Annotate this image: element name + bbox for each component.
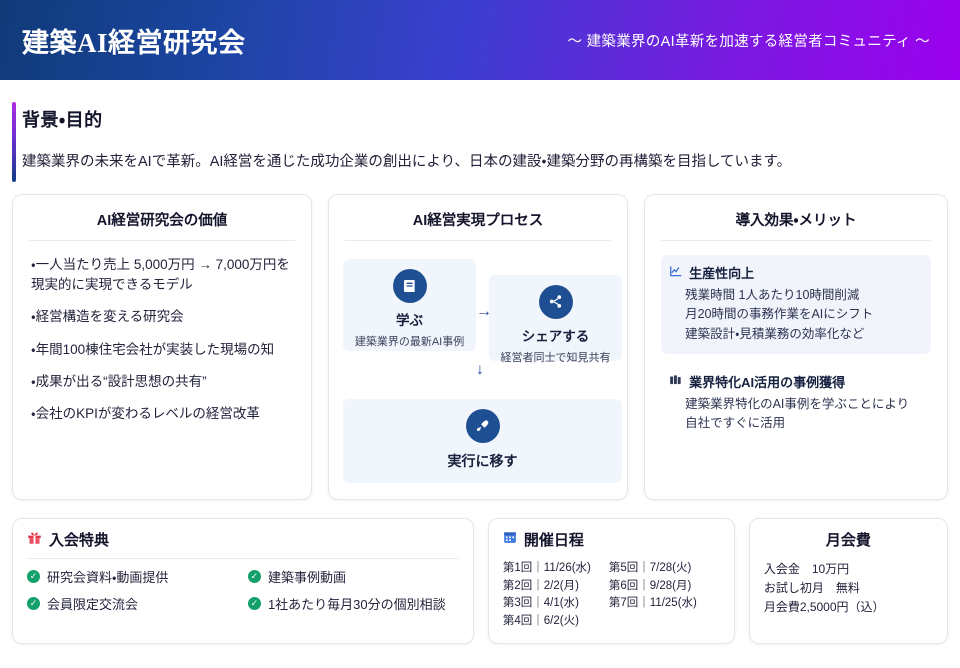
fee-line: 入会金 10万円: [763, 561, 850, 576]
list-item: ・経営構造を変える研究会: [31, 309, 184, 325]
intro-section: 背景・目的 建築業界の未来をAIで革新。AI経営を通じた成功企業の創出により、日…: [0, 102, 960, 186]
list-item: ✓ 会員限定交流会: [27, 594, 238, 613]
value-card-title: AI経営研究会の価値: [96, 212, 228, 229]
process-step-learn: 学ぶ 建築業界の最新AI事例: [343, 258, 477, 351]
page-title: 建築AI経営研究会: [22, 27, 246, 58]
divider: [27, 557, 459, 559]
schedule-panel: 開催日程 第1回｜11/26(水) 第2回｜2/2(月) 第3回｜4/1(水) …: [487, 517, 735, 644]
schedule-entry: 第5回｜7/28(火): [608, 561, 692, 574]
merit-line: 月20時間の事務作業をAIにシフト: [685, 307, 874, 322]
merit-list: 生産性向上 残業時間 1人あたり10時間削減 月20時間の事務作業をAIにシフト…: [659, 253, 933, 444]
intro-title: 背景・目的: [22, 110, 103, 130]
chart-line-icon: [669, 264, 683, 281]
list-item: ✓ 研究会資料・動画提供: [27, 567, 238, 586]
process-step-desc: 経営者同士で知見共有: [500, 351, 611, 364]
benefit-label: 1社あたり毎月30分の個別相談: [267, 596, 446, 612]
calendar-icon: [503, 530, 517, 548]
merit-heading-row: 業界特化AI活用の事例獲得: [669, 372, 923, 391]
fee-line: お試し初月 無料: [763, 580, 860, 595]
benefits-title-row: 入会特典: [27, 529, 459, 550]
merit-line: 残業時間 1人あたり10時間削減: [685, 287, 860, 302]
list-item: ・一人当たり売上 5,000万円 → 7,000万円を現実的に実現できるモデル: [31, 256, 290, 292]
process-card-title: AI経営実現プロセス: [412, 212, 544, 229]
intro-text: 建築業界の未来をAIで革新。AI経営を通じた成功企業の創出により、日本の建設・建…: [22, 154, 792, 170]
merit-heading-row: 生産性向上: [669, 263, 923, 282]
value-card: AI経営研究会の価値 ・一人当たり売上 5,000万円 → 7,000万円を現実…: [12, 193, 313, 500]
schedule-title: 開催日程: [523, 531, 584, 549]
merit-heading: 業界特化AI活用の事例獲得: [689, 374, 846, 390]
fee-line: 月会費2,5000円（込）: [763, 600, 885, 615]
schedule-entry: 第1回｜11/26(水): [502, 561, 591, 574]
arrow-right-icon: →: [476, 302, 493, 320]
process-diagram: 学ぶ 建築業界の最新AI事例 → シェアする 経営者同士で知見共有 ↓: [343, 253, 623, 489]
merit-line: 自社ですぐに活用: [685, 416, 786, 431]
divider: [345, 239, 612, 241]
check-icon: ✓: [247, 596, 261, 610]
schedule-entry: 第7回｜11/25(水): [608, 597, 697, 610]
process-step-label: シェアする: [521, 328, 590, 344]
process-step-label: 学ぶ: [396, 312, 424, 328]
schedule-entry: 第3回｜4/1(水): [502, 597, 579, 610]
merit-heading: 生産性向上: [689, 265, 755, 281]
check-icon: ✓: [27, 596, 40, 610]
divider: [29, 239, 296, 241]
process-card: AI経営実現プロセス 学ぶ 建築業界の最新AI事例 →: [328, 193, 629, 500]
feature-card-row: AI経営研究会の価値 ・一人当たり売上 5,000万円 → 7,000万円を現実…: [0, 186, 960, 500]
schedule-column-left: 第1回｜11/26(水) 第2回｜2/2(月) 第3回｜4/1(水) 第4回｜6…: [503, 560, 591, 631]
rocket-icon: [465, 408, 500, 443]
schedule-title-row: 開催日程: [503, 529, 720, 550]
fee-title: 月会費: [825, 531, 871, 549]
benefit-label: 会員限定交流会: [47, 596, 139, 612]
share-icon: [538, 284, 573, 319]
process-step-label: 実行に移す: [447, 452, 518, 469]
list-item: ✓ 建築事例動画: [247, 567, 459, 586]
book-icon: [392, 268, 427, 303]
books-icon: [669, 373, 683, 390]
merit-block-productivity: 生産性向上 残業時間 1人あたり10時間削減 月20時間の事務作業をAIにシフト…: [661, 254, 931, 354]
check-icon: ✓: [247, 569, 261, 583]
schedule-columns: 第1回｜11/26(水) 第2回｜2/2(月) 第3回｜4/1(水) 第4回｜6…: [503, 558, 720, 631]
merit-card-title: 導入効果・メリット: [735, 212, 857, 229]
benefits-title: 入会特典: [49, 531, 110, 549]
divider: [661, 239, 931, 241]
list-item: ・成果が出る“設計思想の共有”: [31, 373, 207, 389]
header-subtitle: 〜 建築業界のAI革新を加速する経営者コミュニティ 〜: [567, 33, 930, 50]
value-list: ・一人当たり売上 5,000万円 → 7,000万円を現実的に実現できるモデル …: [27, 253, 297, 425]
schedule-column-right: 第5回｜7/28(火) 第6回｜9/28(月) 第7回｜11/25(水): [609, 560, 697, 631]
schedule-entry: 第6回｜9/28(月): [608, 579, 692, 592]
schedule-entry: 第4回｜6/2(火): [502, 615, 579, 628]
process-step-execute: 実行に移す: [343, 398, 623, 483]
merit-lines: 残業時間 1人あたり10時間削減 月20時間の事務作業をAIにシフト 建築設計・…: [669, 286, 923, 344]
benefit-label: 建築事例動画: [267, 569, 346, 585]
merit-block-cases: 業界特化AI活用の事例獲得 建築業界特化のAI事例を学ぶことにより 自社ですぐに…: [661, 364, 931, 444]
merit-line: 建築設計・見積業務の効率化など: [685, 326, 865, 341]
list-item: ・年間100棟住宅会社が実装した現場の知: [31, 341, 275, 357]
fee-lines: 入会金 10万円 お試し初月 無料 月会費2,5000円（込）: [764, 560, 933, 618]
bottom-panel-row: 入会特典 ✓ 研究会資料・動画提供 ✓ 建築事例動画 ✓ 会員限定交流会 ✓ 1…: [0, 500, 960, 644]
benefit-label: 研究会資料・動画提供: [47, 569, 169, 585]
arrow-down-icon: ↓: [476, 360, 485, 378]
schedule-entry: 第2回｜2/2(月): [502, 579, 579, 592]
process-step-desc: 建築業界の最新AI事例: [354, 335, 465, 348]
process-step-share: シェアする 経営者同士で知見共有: [489, 274, 623, 364]
benefits-panel: 入会特典 ✓ 研究会資料・動画提供 ✓ 建築事例動画 ✓ 会員限定交流会 ✓ 1…: [12, 517, 474, 644]
fee-panel: 月会費 入会金 10万円 お試し初月 無料 月会費2,5000円（込）: [748, 517, 948, 644]
benefits-grid: ✓ 研究会資料・動画提供 ✓ 建築事例動画 ✓ 会員限定交流会 ✓ 1社あたり毎…: [27, 567, 459, 613]
merit-line: 建築業界特化のAI事例を学ぶことにより: [685, 396, 910, 411]
merit-card: 導入効果・メリット 生産性向上 残業時間 1人あたり10時間削減 月20時間の事…: [644, 193, 948, 500]
merit-lines: 建築業界特化のAI事例を学ぶことにより 自社ですぐに活用: [669, 395, 923, 434]
gift-icon: [27, 530, 42, 549]
page-header: 建築AI経営研究会 〜 建築業界のAI革新を加速する経営者コミュニティ 〜: [0, 0, 960, 80]
list-item: ・会社のKPIが変わるレベルの経営改革: [31, 406, 260, 421]
list-item: ✓ 1社あたり毎月30分の個別相談: [247, 594, 459, 613]
check-icon: ✓: [27, 569, 40, 583]
